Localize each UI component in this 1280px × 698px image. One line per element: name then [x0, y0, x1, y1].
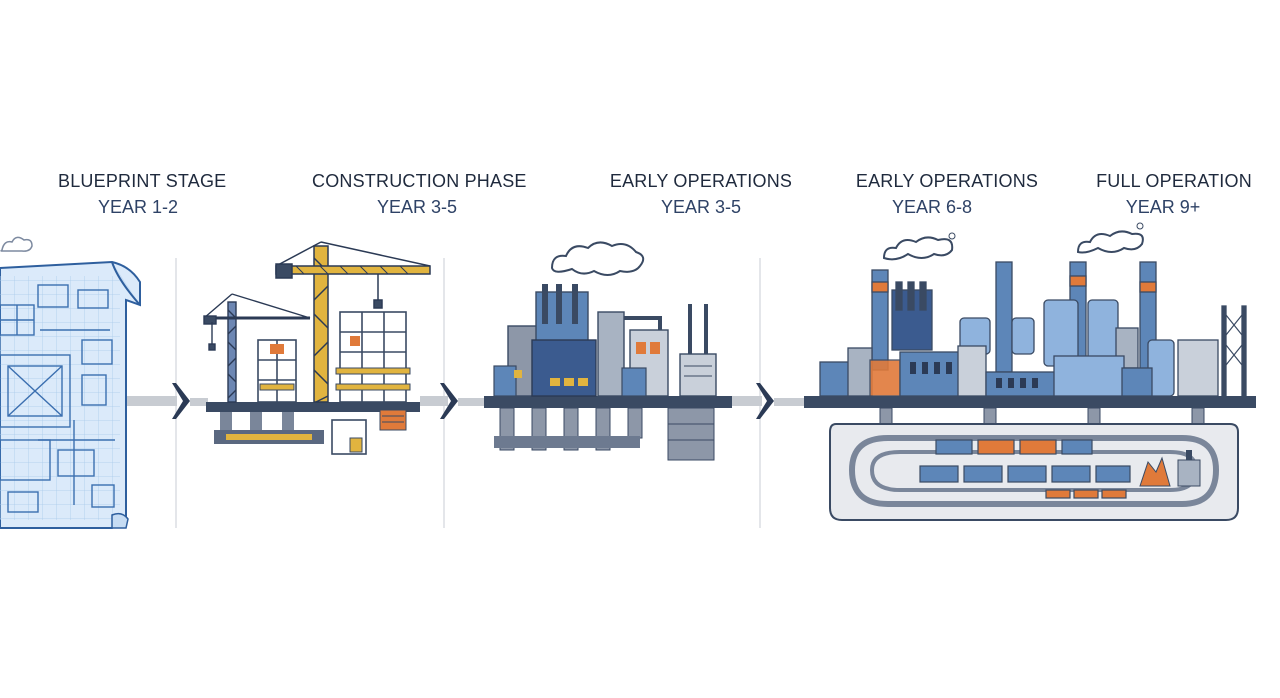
early-operations-plant — [484, 241, 732, 461]
stage-1-label: BLUEPRINT STAGE YEAR 1-2 — [58, 171, 227, 218]
stage-1-period: YEAR 1-2 — [97, 197, 179, 217]
furnace-flame-icon — [1139, 456, 1171, 487]
arrow-line-3 — [420, 396, 448, 406]
stage-5-period: YEAR 9+ — [1125, 197, 1201, 217]
stage-3-title: EARLY OPERATIONS — [609, 171, 793, 191]
arrow-line-1 — [125, 396, 177, 406]
complex-platform — [804, 396, 1256, 408]
smoke-cloud-icon — [550, 241, 645, 276]
tower-crane — [275, 241, 431, 403]
stage-dividers — [175, 258, 761, 528]
smoke-cloud-icon — [1076, 230, 1144, 254]
construction-platform — [206, 402, 420, 412]
arrow-line-4 — [458, 398, 484, 406]
chevron-right-icon — [172, 383, 190, 419]
cloud-icon — [0, 236, 33, 252]
stage-2-title: CONSTRUCTION PHASE — [312, 171, 527, 191]
stage-4-period: YEAR 6-8 — [891, 197, 973, 217]
plant-platform — [484, 396, 732, 408]
timeline-arrows — [125, 383, 806, 419]
stage-5-label: FULL OPERATION YEAR 9+ — [1094, 171, 1254, 218]
arrow-line-5 — [732, 396, 762, 406]
stage-2-period: YEAR 3-5 — [376, 197, 458, 217]
chevron-right-icon — [756, 383, 774, 419]
construction-illustration — [203, 241, 431, 455]
small-crane — [203, 293, 311, 403]
arrow-line-2 — [190, 398, 208, 406]
stage-4-title: EARLY OPERATIONS — [855, 171, 1039, 191]
smoke-cloud-icon — [882, 236, 954, 261]
stage-2-label: CONSTRUCTION PHASE YEAR 3-5 — [312, 171, 527, 218]
stage-3-period: YEAR 3-5 — [660, 197, 742, 217]
chevron-right-icon — [440, 383, 458, 419]
stage-1-title: BLUEPRINT STAGE — [58, 171, 227, 191]
arrow-line-6 — [774, 398, 806, 406]
stage-5-title: FULL OPERATION — [1096, 171, 1252, 191]
stage-4-label: EARLY OPERATIONS YEAR 6-8 — [852, 171, 1042, 218]
stage-3-label: EARLY OPERATIONS YEAR 3-5 — [606, 171, 796, 218]
blueprint-illustration — [0, 236, 141, 529]
full-operation-complex — [804, 222, 1256, 521]
